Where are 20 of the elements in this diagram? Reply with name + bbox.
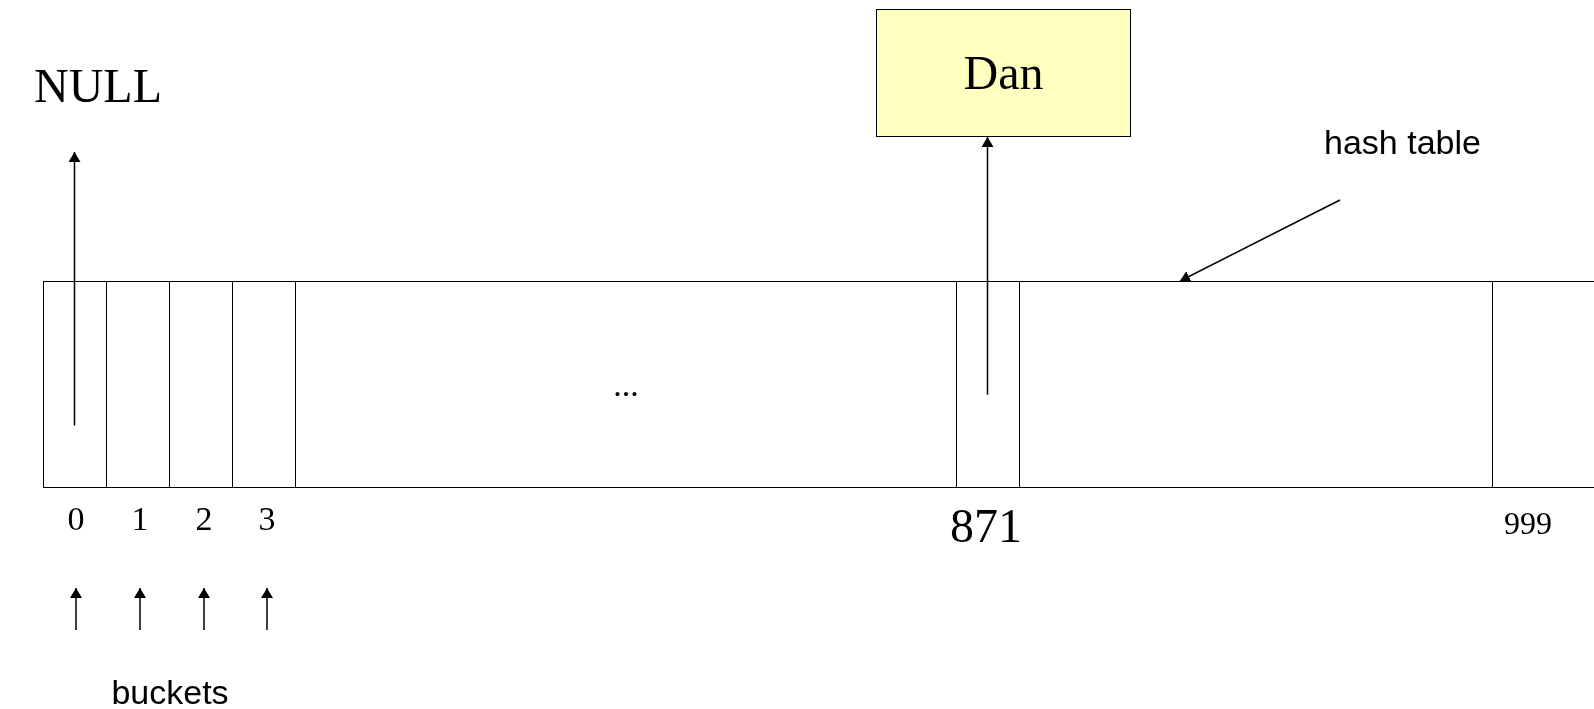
node-text: 1: [131, 502, 149, 536]
arrow: [68, 151, 81, 427]
node-text: NULL: [34, 62, 162, 110]
node-text: 2: [195, 502, 213, 536]
arrow: [134, 587, 146, 631]
index-label: 871: [950, 502, 1022, 550]
node-text: 0: [67, 502, 85, 536]
hash-table: [43, 281, 1594, 488]
record-box: [876, 9, 1131, 137]
arrow: [70, 587, 82, 631]
arrow: [198, 587, 210, 631]
arrow: [261, 587, 273, 631]
node-text: ...: [613, 367, 639, 402]
node-text: 3: [258, 502, 276, 536]
node-text: buckets: [111, 675, 229, 709]
index-label: 999: [1504, 507, 1552, 539]
leader-arrow: [1179, 199, 1341, 282]
arrow: [981, 136, 994, 396]
node-text: Dan: [963, 49, 1044, 97]
node-text: hash table: [1324, 125, 1481, 159]
